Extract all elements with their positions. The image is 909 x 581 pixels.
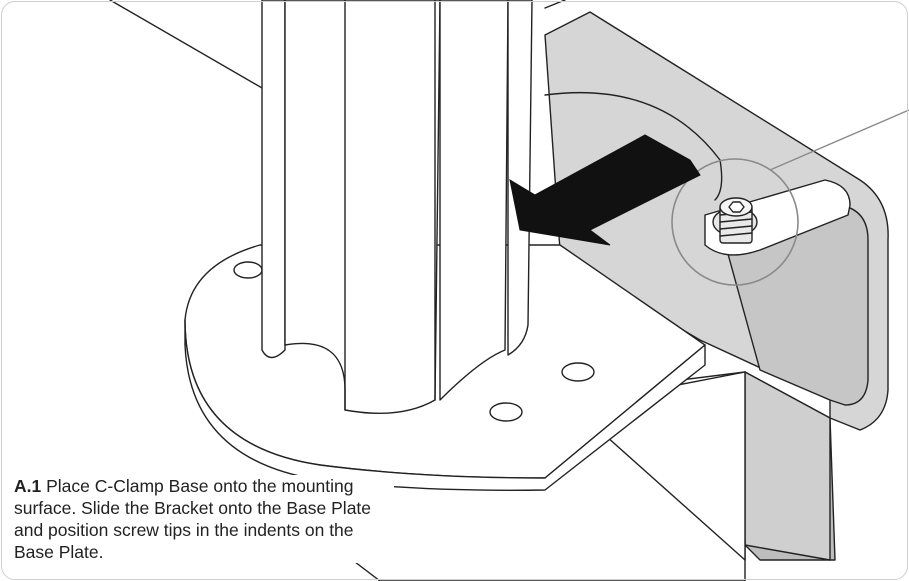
slide-direction-arrow	[509, 134, 701, 246]
hex-socket	[728, 201, 745, 213]
instruction-caption: A.1 Place C-Clamp Base onto the mounting…	[14, 475, 394, 563]
column-post	[507, 0, 533, 356]
bracket-inner	[719, 204, 869, 406]
bracket-lip	[544, 91, 723, 201]
step-label: A.1	[14, 476, 42, 496]
mounting-hole	[489, 402, 523, 422]
column-post	[439, 0, 509, 401]
base-plate-edge	[184, 319, 706, 491]
callout-circle	[671, 158, 799, 286]
mounting-hole	[561, 362, 595, 382]
instruction-text: Place C-Clamp Base onto the mounting sur…	[14, 476, 372, 562]
column-post	[261, 0, 286, 359]
mounting-hole	[233, 261, 263, 279]
surface-edge-line	[544, 0, 566, 9]
clamp-body	[744, 371, 831, 561]
callout-leader-line	[769, 109, 909, 171]
